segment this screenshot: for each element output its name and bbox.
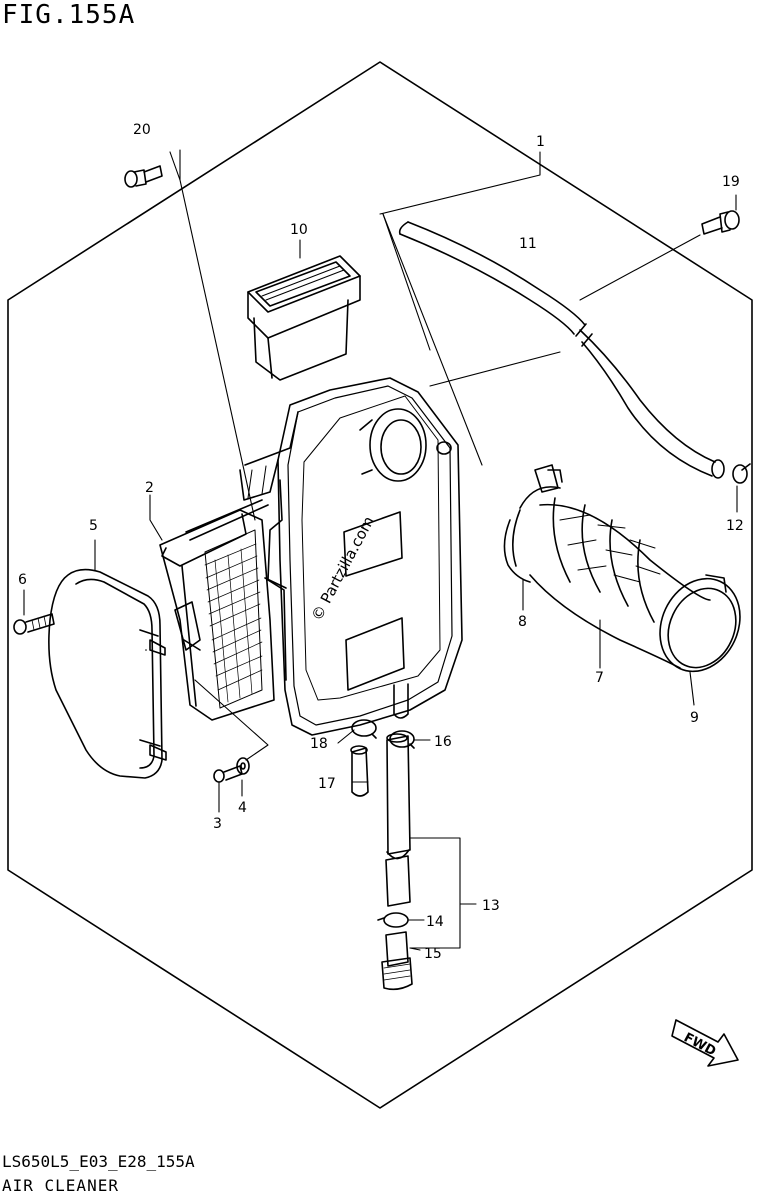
leader-lines	[23, 149, 738, 951]
part-11-hose[interactable]	[398, 221, 725, 479]
callout-11[interactable]: 11	[519, 236, 537, 252]
part-14-clip[interactable]	[377, 912, 409, 928]
air-cleaner-housing[interactable]	[239, 377, 463, 736]
callout-14[interactable]: 14	[426, 914, 444, 930]
part-10-intake-duct[interactable]	[247, 255, 361, 381]
part-20-bolt[interactable]	[124, 165, 163, 188]
part-9-clamp[interactable]	[645, 565, 754, 684]
part-2-filter-element[interactable]	[159, 499, 275, 721]
callout-5[interactable]: 5	[89, 518, 98, 534]
figure-code: LS650L5_E03_E28_155A	[2, 1152, 195, 1171]
assembly-border	[7, 61, 753, 1109]
callout-13[interactable]: 13	[482, 898, 500, 914]
callout-18[interactable]: 18	[310, 736, 328, 752]
figure-title: FIG.155A	[2, 0, 136, 30]
callout-1[interactable]: 1	[536, 134, 545, 150]
callout-3[interactable]: 3	[213, 816, 222, 832]
callout-6[interactable]: 6	[18, 572, 27, 588]
callout-8[interactable]: 8	[518, 614, 527, 630]
part-19-bolt[interactable]	[701, 210, 740, 235]
part-13-drain-hose[interactable]	[385, 733, 411, 907]
callout-20[interactable]: 20	[133, 122, 151, 138]
callout-7[interactable]: 7	[595, 670, 604, 686]
callout-15[interactable]: 15	[424, 946, 442, 962]
fwd-arrow	[671, 1019, 739, 1067]
part-5-cover[interactable]	[48, 568, 167, 779]
air-cleaner-diagram: © Partzilla.com FWD 1 2 3 4 5 6 7 8 9 10…	[7, 61, 754, 1109]
part-6-screw[interactable]	[13, 613, 55, 635]
figure-caption: AIR CLEANER	[2, 1176, 119, 1195]
callout-4[interactable]: 4	[238, 800, 247, 816]
part-15-drain-plug[interactable]	[381, 931, 413, 991]
part-7-intake-boot[interactable]	[519, 486, 711, 669]
callout-10[interactable]: 10	[290, 222, 308, 238]
part-4-washer[interactable]	[236, 757, 250, 775]
callout-9[interactable]: 9	[690, 710, 699, 726]
callout-19[interactable]: 19	[722, 174, 740, 190]
part-18-clip[interactable]	[351, 719, 377, 739]
callout-12[interactable]: 12	[726, 518, 744, 534]
callout-17[interactable]: 17	[318, 776, 336, 792]
callout-2[interactable]: 2	[145, 480, 154, 496]
callout-16[interactable]: 16	[434, 734, 452, 750]
part-12-clip[interactable]	[732, 463, 751, 484]
part-17-plug[interactable]	[350, 745, 369, 797]
callout-numbers: 1 2 3 4 5 6 7 8 9 10 11 12 13 14 15 16 1…	[18, 122, 744, 962]
